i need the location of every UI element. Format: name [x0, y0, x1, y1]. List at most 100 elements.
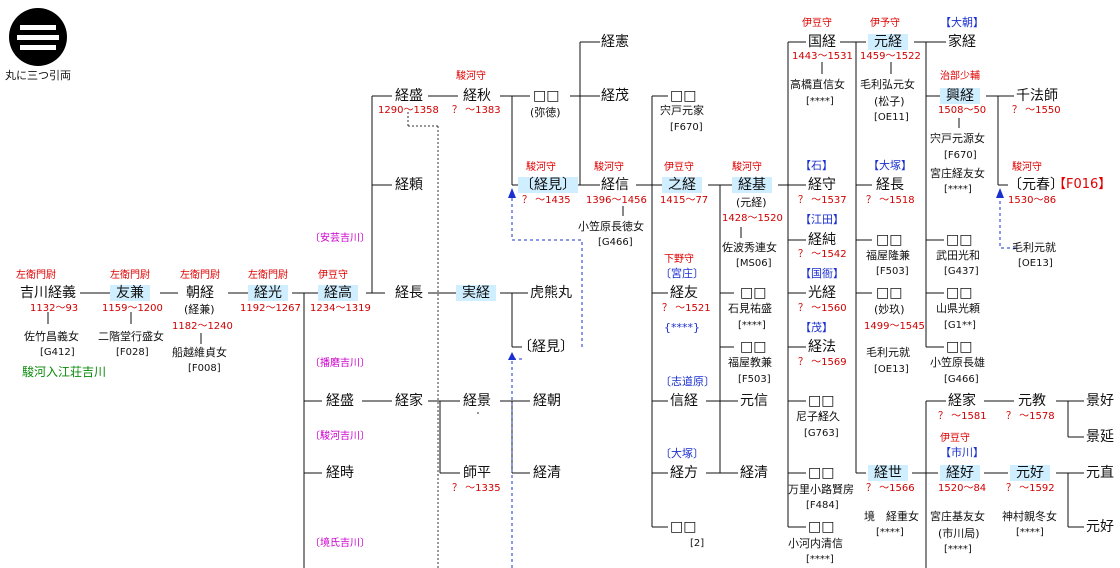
col12-keicho: 経長 — [876, 177, 904, 193]
col11-u1-wife: 尼子経久 — [796, 410, 840, 423]
col13-keiko-dates: 1520～84 — [938, 483, 987, 494]
col15-keiko: 景好 — [1086, 393, 1114, 409]
col5-keisei1: 経盛 — [395, 88, 423, 104]
col9-shikei-dates: 1415～77 — [660, 195, 709, 206]
col14-motoharu-ref: [OE13] — [1018, 258, 1053, 269]
col9-keiyu-dates: ？ ～1521 — [662, 303, 711, 314]
col8-keishin-ref: [G466] — [598, 237, 633, 248]
col7-unknown: □□ — [533, 88, 560, 104]
gen2-title: 左衛門尉 — [180, 270, 220, 281]
col12-keisei-wife: 境 経重女 — [864, 510, 919, 523]
col11-u1: □□ — [808, 393, 835, 409]
col6-jitsukei: 実経 — [456, 285, 496, 301]
col11-keiho-clan: 【茂】 — [800, 321, 833, 334]
gen1-wife: 二階堂行盛女 — [98, 330, 164, 343]
col13-keiko-clan: 【市川】 — [940, 446, 984, 459]
col5-keiji: 経時 — [326, 465, 354, 481]
crest-stripe — [20, 45, 56, 50]
col14-senhoshi: 千法師 — [1016, 88, 1058, 104]
col6-keikei: 経景 — [463, 393, 491, 409]
gen0-note: 駿河入江荘吉川 — [22, 365, 107, 379]
col14-senhoshi-dates: ？ ～1550 — [1012, 105, 1061, 116]
col11-keijun-dates: ？ ～1542 — [798, 249, 847, 260]
col12-motoyoshi-dates: 1459～1522 — [860, 51, 921, 62]
col9-shikei: 之経 — [662, 177, 702, 193]
col11-u3-ref: [****] — [806, 554, 834, 565]
col14-motonori-dates: ？ ～1578 — [1006, 411, 1055, 422]
col13-u1-wife: 武田光和 — [936, 249, 980, 262]
branch-harima: 〔播磨吉川〕 — [310, 358, 370, 369]
col9-shinkei-clan: 〔志道原〕 — [660, 375, 715, 388]
col13-keiko: 経好 — [940, 465, 980, 481]
col12-keisei: 経世 — [868, 465, 908, 481]
col9-shinkei: 信経 — [670, 393, 698, 409]
col10-keisei: 経清 — [740, 465, 768, 481]
col12-u2-ref: [OE13] — [874, 364, 909, 375]
col13-u3: □□ — [946, 339, 973, 355]
col12-keisei-ref: [****] — [876, 527, 904, 538]
col10-u2: □□ — [740, 339, 767, 355]
col12-keisei-dates: ？ ～1566 — [866, 483, 915, 494]
col5-keicho: 経長 — [395, 285, 423, 301]
col11-keiho-dates: ？ ～1569 — [798, 357, 847, 368]
gen0-wife: 佐竹昌義女 — [24, 330, 79, 343]
col12-u1: □□ — [876, 232, 903, 248]
col9-unknown2: □□ — [670, 519, 697, 535]
crest-label: 丸に三つ引両 — [5, 69, 71, 82]
col13-u2: □□ — [946, 285, 973, 301]
col13-okiyoshi-ref: [F670] — [944, 150, 977, 161]
col9-unknown-ref: [F670] — [670, 122, 703, 133]
gen1-title: 左衛門尉 — [110, 270, 150, 281]
col10-keiki-dates: 1428～1520 — [722, 213, 783, 224]
crest-stripe — [20, 25, 56, 30]
col14-motoharu-dates: 1530～86 — [1008, 195, 1057, 206]
col10-motonobu: 元信 — [740, 393, 768, 409]
col9-keiyu: 経友 — [670, 285, 698, 301]
col12-motoyoshi-ref: [OE11] — [874, 112, 909, 123]
col13-okiyoshi-ref2: [****] — [944, 184, 972, 195]
col7-keiken1: 〔経見〕 — [518, 177, 578, 193]
gen0-ref: [G412] — [40, 347, 75, 358]
col13-keika-dates: ？ ～1581 — [938, 411, 987, 422]
col13-u1: □□ — [946, 232, 973, 248]
col6-keishu-title: 駿河守 — [456, 71, 486, 82]
col15-keien: 景延 — [1086, 429, 1114, 445]
col8-keishin-title: 駿河守 — [594, 162, 624, 173]
gen3-dates: 1192～1267 — [240, 303, 301, 314]
col13-okiyoshi: 興経 — [940, 88, 980, 104]
col11-kuniyoshi-dates: 1443～1531 — [792, 51, 853, 62]
col13-okiyoshi-title: 治部少輔 — [940, 71, 980, 82]
col9-unknown-wife: 宍戸元家 — [660, 104, 704, 117]
col5-keisei1-dates: 1290～1358 — [378, 105, 439, 116]
col7-keicho: 経朝 — [533, 393, 561, 409]
branch-sakai: 〔境氏吉川〕 — [310, 538, 370, 549]
col12-u2-alias: (妙玖) — [874, 303, 905, 316]
gen2-dates: 1182～1240 — [172, 321, 233, 332]
col13-u1-ref: [G437] — [944, 266, 979, 277]
gen0-title: 左衛門尉 — [16, 270, 56, 281]
col12-motoyoshi: 元経 — [868, 34, 908, 50]
col12-motoyoshi-wife: 毛利弘元女 — [860, 78, 915, 91]
col11-kuniyoshi: 国経 — [808, 34, 836, 50]
gen4-dates: 1234～1319 — [310, 303, 371, 314]
col11-keijun: 経純 — [808, 232, 836, 248]
col8-keishin: 経信 — [601, 177, 629, 193]
col13-keiko-wife: 宮庄基友女 — [930, 510, 985, 523]
col11-kuniyoshi-wife: 高橋直信女 — [790, 78, 845, 91]
col11-kuniyoshi-title: 伊豆守 — [802, 18, 832, 29]
col13-u3-wife: 小笠原長雄 — [930, 356, 985, 369]
col14-motonori: 元教 — [1018, 393, 1046, 409]
gen1-ref: [F028] — [116, 347, 149, 358]
col10-keiki-ref: [MS06] — [736, 258, 772, 269]
gen2-wife: 船越維貞女 — [172, 346, 227, 359]
gen0-name: 吉川経義 — [20, 285, 76, 301]
col12-u2-wife: 毛利元就 — [866, 346, 910, 359]
col13-keika: 経家 — [948, 393, 976, 409]
col8-keiken: 経憲 — [601, 34, 629, 50]
col12-keicho-dates: ？ ～1518 — [866, 195, 915, 206]
col14-motoharu-title: 駿河守 — [1012, 162, 1042, 173]
col9-keiho-clan: 〔大塚〕 — [660, 447, 704, 460]
col14-motoharu-tag: 【F016】 — [1053, 177, 1112, 192]
col6-shihei-dates: ？ ～1335 — [452, 483, 501, 494]
